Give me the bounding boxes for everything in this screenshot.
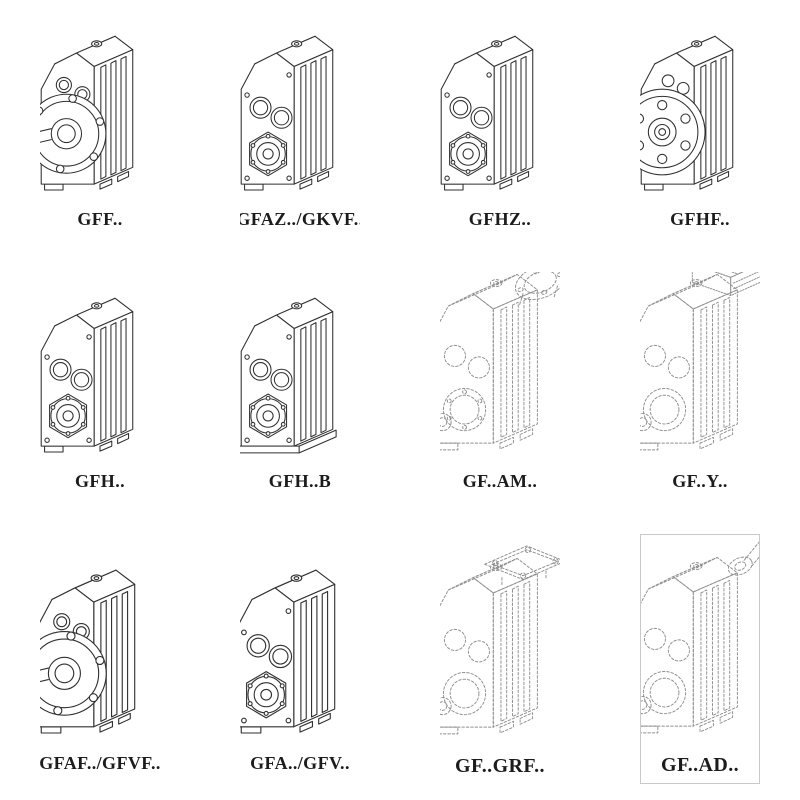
gearbox-drawing-input-adapter [640,534,760,752]
product-label: GFHF.. [670,209,730,229]
catalog-item-gfaz-gkvf: GFAZ../GKVF.. [240,16,360,240]
gearbox-drawing-with-motor [640,272,760,469]
product-label: GF..AD.. [660,754,740,776]
catalog-item-gf-am: GF..AM.. [440,272,560,502]
product-label: GFAF../GFVF.. [40,753,160,773]
gearbox-drawing-flange [40,16,160,207]
catalog-item-gfaf-gfvf: GFAF../GFVF.. [40,534,160,784]
catalog-item-gfh-b: GFH..B [240,272,360,502]
gearbox-drawing-bore [240,537,360,751]
gearbox-drawing-flange-front [640,16,760,207]
catalog-item-gf-grf: GF..GRF.. [440,534,560,784]
product-label: GFA../GFV.. [250,753,350,773]
catalog-item-gfhf: GFHF.. [640,16,760,240]
gearbox-drawing-bore [440,16,560,207]
product-label: GF..GRF.. [455,755,545,777]
gearbox-drawing-motor-adapter [440,272,560,469]
product-label: GF..Y.. [672,471,728,491]
catalog-item-gfhz: GFHZ.. [440,16,560,240]
product-label: GFAZ../GKVF.. [240,209,360,229]
catalog-item-gff: GFF.. [40,16,160,240]
gearbox-drawing-flange [40,537,160,751]
catalog-item-gfa-gfv: GFA../GFV.. [240,534,360,784]
product-label: GFHZ.. [468,209,532,229]
gearbox-drawing-bore [240,16,360,207]
gearbox-drawing-top-flange [440,534,560,753]
product-label: GFH.. [75,471,125,491]
catalog-item-gf-ad: GF..AD.. [640,534,760,784]
product-label: GF..AM.. [462,471,538,491]
catalog-item-gfh: GFH.. [40,272,160,502]
catalog-item-gf-y: GF..Y.. [640,272,760,502]
product-label: GFH..B [268,471,332,491]
gearbox-drawing-bore [40,272,160,469]
gearbox-drawing-bore-base [240,272,360,469]
product-label: GFF.. [77,209,123,229]
